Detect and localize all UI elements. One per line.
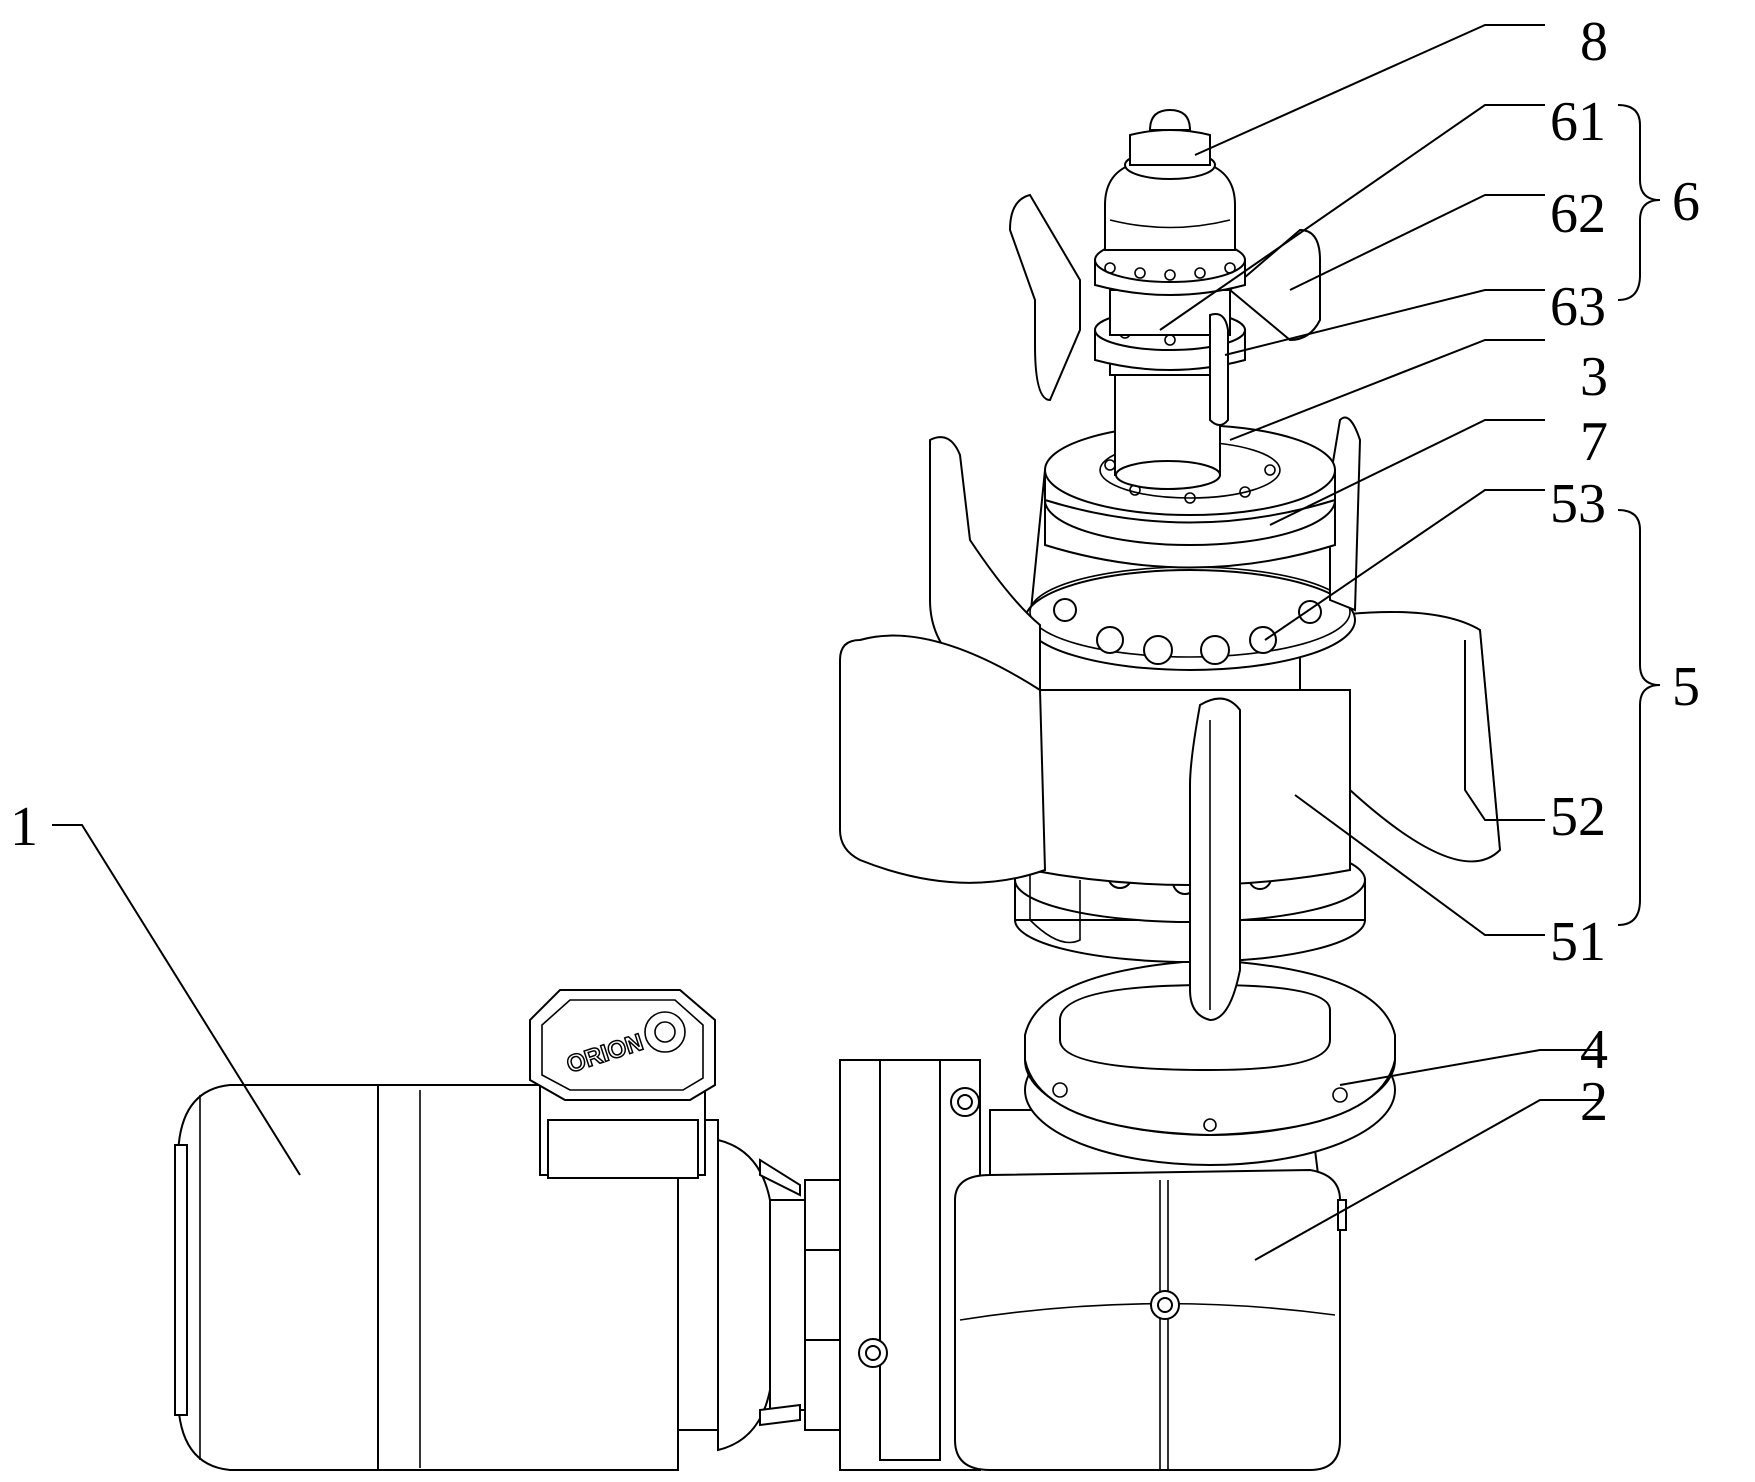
label-53: 53 (1550, 473, 1606, 535)
blade-front (1190, 699, 1240, 1020)
label-51: 51 (1550, 911, 1606, 973)
label-7: 7 (1580, 411, 1608, 473)
label-8: 8 (1580, 11, 1608, 73)
label-1: 1 (10, 796, 38, 858)
coupling (760, 1160, 845, 1430)
label-6: 6 (1672, 171, 1700, 233)
label-63: 63 (1550, 276, 1606, 338)
label-61: 61 (1550, 91, 1606, 153)
label-62: 62 (1550, 183, 1606, 245)
label-52: 52 (1550, 786, 1606, 848)
top-nozzle (1105, 110, 1235, 250)
terminal-box: ORION (530, 990, 715, 1178)
label-2: 2 (1580, 1071, 1608, 1133)
label-5: 5 (1672, 656, 1700, 718)
label-3: 3 (1580, 346, 1608, 408)
